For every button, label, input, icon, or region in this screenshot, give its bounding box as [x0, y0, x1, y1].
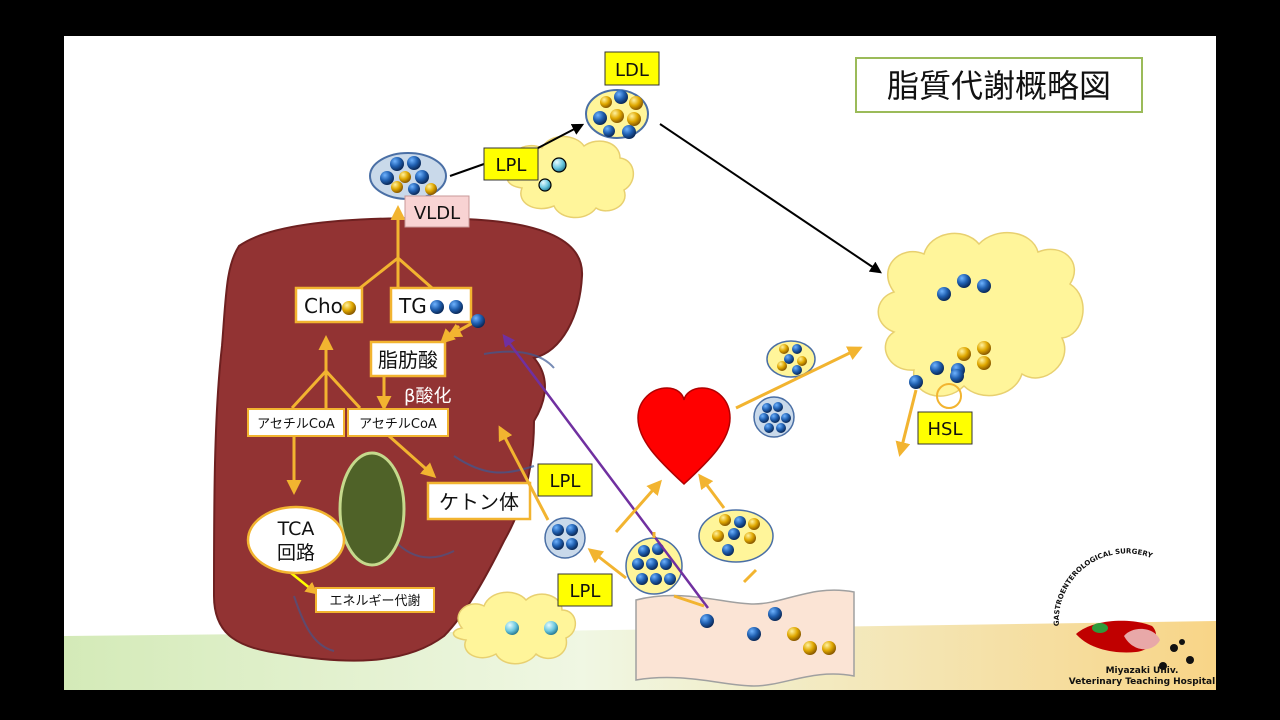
- slide: 脂質代謝概略図 Cho TG 脂肪酸 β酸化 アセチルCoA アセチルCoA ケ…: [64, 36, 1216, 690]
- particle-blue-small: [544, 517, 586, 559]
- svg-text:LDL: LDL: [615, 60, 649, 81]
- acetyl-coa-left-box: [247, 408, 345, 437]
- svg-text:LPL: LPL: [496, 155, 527, 176]
- svg-text:TCA: TCA: [277, 518, 315, 540]
- page-title: 脂質代謝概略図: [887, 67, 1111, 105]
- svg-text:エネルギー代謝: エネルギー代謝: [329, 594, 420, 609]
- vldl-label: [404, 195, 470, 228]
- svg-text:アセチルCoA: アセチルCoA: [359, 417, 437, 432]
- svg-text:脂肪酸: 脂肪酸: [378, 348, 438, 372]
- energy-box: [315, 587, 435, 613]
- svg-text:Cho: Cho: [304, 294, 343, 318]
- ldl-label: [604, 51, 660, 86]
- lpl-low-label: [557, 573, 613, 607]
- heart: [637, 387, 731, 486]
- acetyl-coa-right-box: [347, 408, 449, 437]
- fatty-acid-box: [369, 340, 447, 378]
- svg-text:LPL: LPL: [550, 471, 581, 492]
- upper-fat-cloud: [506, 135, 634, 219]
- hsl-label: [917, 411, 973, 445]
- svg-text:GASTROENTEROLOGICAL SURGERY: GASTROENTEROLOGICAL SURGERY: [1053, 547, 1155, 626]
- tca-cycle: [246, 505, 346, 575]
- title-box: [855, 57, 1143, 113]
- lipid-metabolism-diagram: 脂質代謝概略図 Cho TG 脂肪酸 β酸化 アセチルCoA アセチルCoA ケ…: [64, 51, 1216, 690]
- ketone-box: [426, 481, 532, 521]
- svg-text:TG: TG: [398, 294, 427, 318]
- svg-text:アセチルCoA: アセチルCoA: [257, 417, 335, 432]
- adipose-cloud: [877, 231, 1084, 397]
- svg-text:Veterinary Teaching Hospital: Veterinary Teaching Hospital: [1069, 677, 1215, 687]
- svg-text:回路: 回路: [277, 542, 315, 564]
- svg-text:VLDL: VLDL: [414, 203, 460, 224]
- lpl-mid-label: [537, 463, 593, 497]
- lpl-top-label: [483, 147, 539, 181]
- svg-text:LPL: LPL: [570, 581, 601, 602]
- intestine: [635, 589, 855, 687]
- svg-text:ケトン体: ケトン体: [439, 490, 519, 514]
- svg-text:Miyazaki Univ.: Miyazaki Univ.: [1106, 666, 1179, 676]
- beta-oxidation-label: β酸化: [404, 386, 452, 407]
- svg-text:HSL: HSL: [928, 419, 963, 440]
- mitochondria: [338, 451, 406, 567]
